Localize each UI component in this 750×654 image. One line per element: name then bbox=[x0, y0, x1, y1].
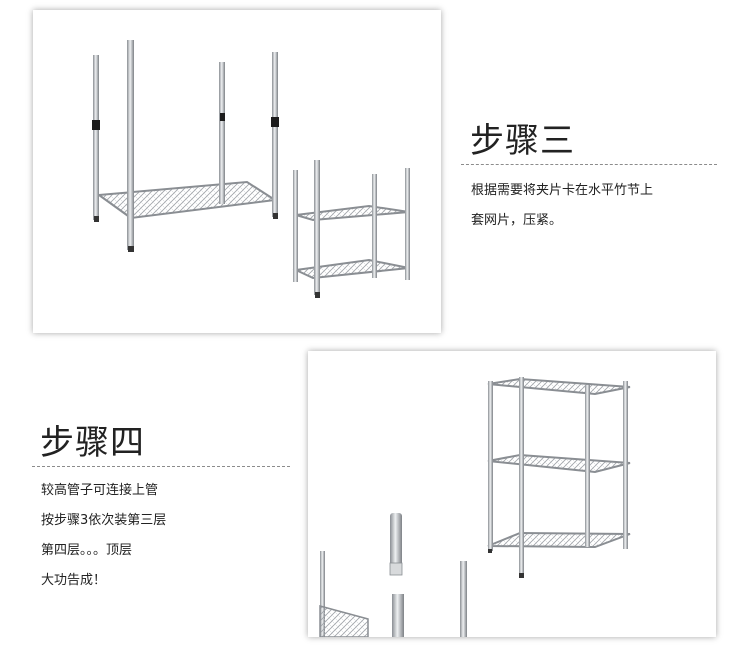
step4-shelf-illustration bbox=[319, 377, 631, 637]
tall-frame-single-shelf bbox=[92, 40, 279, 252]
step3-line-1: 根据需要将夹片卡在水平竹节上 bbox=[471, 183, 654, 198]
step4-line-4: 大功告成！ bbox=[41, 573, 107, 588]
step4-line-2: 按步骤3依次装第三层 bbox=[41, 513, 167, 528]
step4-title: 步骤四 bbox=[40, 423, 145, 463]
step4-description: 较高管子可连接上管 按步骤3依次装第三层 第四层。。。顶层 大功告成！ bbox=[41, 476, 281, 596]
step4-photo bbox=[308, 351, 716, 637]
step3-description: 根据需要将夹片卡在水平竹节上 套网片，压紧。 bbox=[471, 176, 711, 236]
step4-line-1: 较高管子可连接上管 bbox=[41, 483, 159, 498]
step3-title: 步骤三 bbox=[470, 121, 575, 161]
short-frame-two-shelves bbox=[292, 160, 410, 298]
three-tier-shelf bbox=[487, 377, 631, 578]
step4-divider bbox=[32, 466, 290, 467]
step3-line-2: 套网片，压紧。 bbox=[471, 213, 563, 228]
step3-shelf-illustration bbox=[92, 40, 410, 298]
step3-divider bbox=[461, 164, 717, 165]
tube-connector-detail bbox=[319, 513, 467, 637]
step3-photo bbox=[33, 10, 441, 333]
step4-line-3: 第四层。。。顶层 bbox=[41, 543, 133, 558]
